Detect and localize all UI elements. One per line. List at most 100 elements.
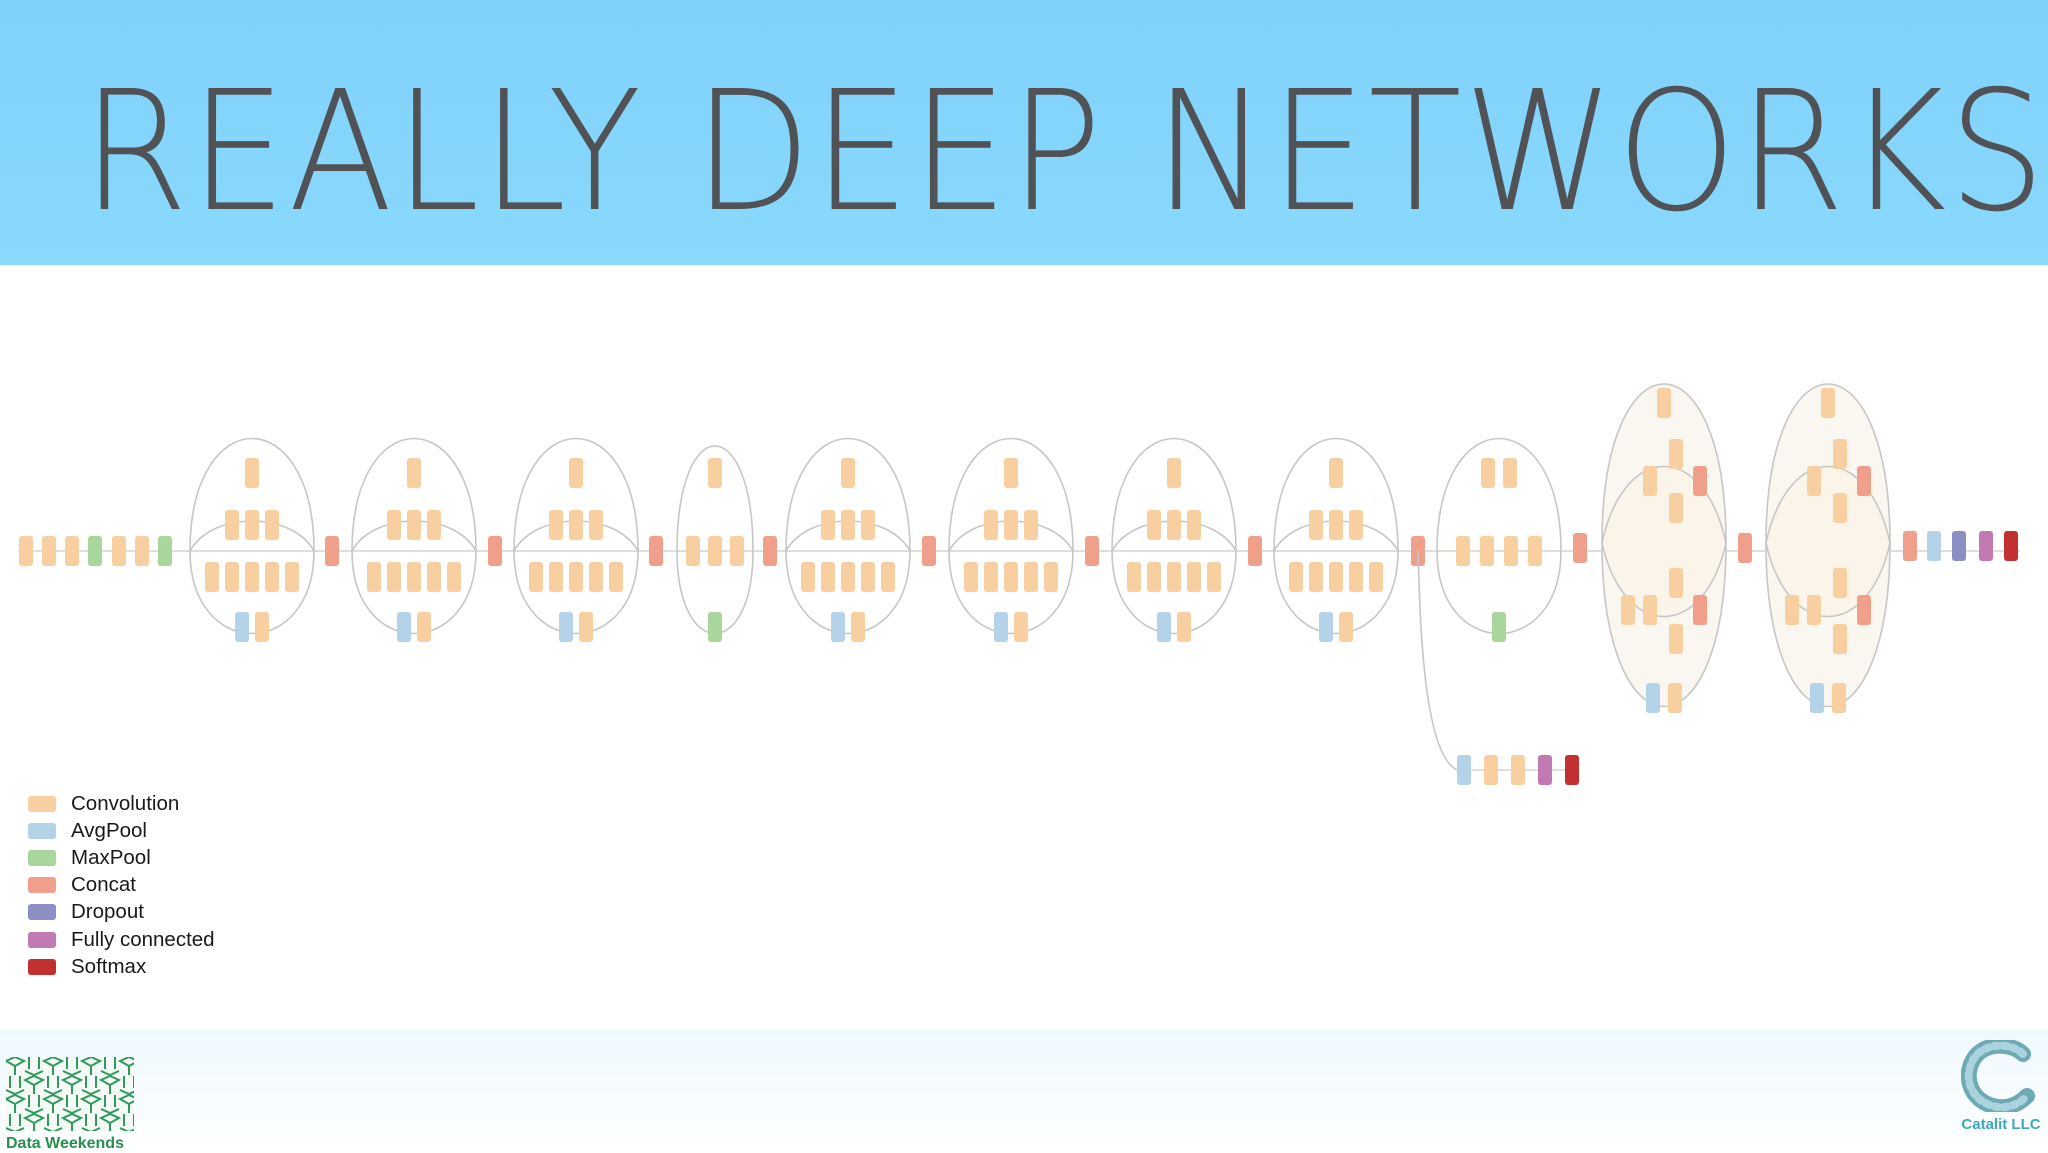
layer-concat (1738, 533, 1752, 563)
layer-avgpool (397, 612, 411, 642)
legend-item-maxpool: MaxPool (28, 844, 215, 871)
catalit-logo-text: Catalit LLC (1961, 1116, 2041, 1133)
layer-convolution (407, 562, 421, 592)
layer-convolution (609, 562, 623, 592)
network-diagram (18, 383, 2020, 785)
layer-convolution (255, 612, 269, 642)
layer-softmax (2004, 531, 2018, 561)
legend-swatch (28, 958, 56, 975)
layer-avgpool (1319, 612, 1333, 642)
layer-fully-connected (1538, 755, 1552, 785)
legend-item-convolution: Convolution (28, 790, 215, 817)
legend-item-softmax: Softmax (28, 953, 215, 980)
layer-avgpool (994, 612, 1008, 642)
layer-convolution (569, 458, 583, 488)
legend-label: Softmax (71, 954, 147, 978)
layer-convolution (65, 536, 79, 566)
layer-convolution (1167, 562, 1181, 592)
layer-maxpool (158, 536, 172, 566)
layer-maxpool (708, 612, 722, 642)
layer-convolution (1329, 458, 1343, 488)
layer-convolution (1329, 510, 1343, 540)
layer-convolution (1807, 466, 1821, 496)
layer-avgpool (1157, 612, 1171, 642)
layer-convolution (1833, 439, 1847, 469)
layer-softmax (1565, 755, 1579, 785)
layer-convolution (549, 510, 563, 540)
legend-label: Concat (71, 873, 136, 897)
layer-convolution (1349, 510, 1363, 540)
layer-dropout (1952, 531, 1966, 561)
layer-convolution (984, 510, 998, 540)
layer-convolution (135, 536, 149, 566)
layer-convolution (447, 562, 461, 592)
layer-concat (763, 536, 777, 566)
layer-concat (488, 536, 502, 566)
layer-concat (325, 536, 339, 566)
layer-convolution (589, 562, 603, 592)
layer-convolution (42, 536, 56, 566)
layer-convolution (861, 562, 875, 592)
layer-convolution (1329, 562, 1343, 592)
layer-convolution (1004, 562, 1018, 592)
layer-convolution (1024, 562, 1038, 592)
layer-convolution (1456, 536, 1470, 566)
layer-convolution (1621, 595, 1635, 625)
layer-avgpool (1646, 683, 1660, 713)
layer-convolution (1014, 612, 1028, 642)
legend-item-avgpool: AvgPool (28, 817, 215, 844)
layer-convolution (1643, 466, 1657, 496)
legend-item-dropout: Dropout (28, 899, 215, 926)
catalit-logo-icon (1960, 1037, 2035, 1116)
layer-maxpool (88, 536, 102, 566)
layer-concat (1693, 595, 1707, 625)
layer-convolution (417, 612, 431, 642)
layer-convolution (1785, 595, 1799, 625)
layer-convolution (1309, 562, 1323, 592)
layer-convolution (1669, 439, 1683, 469)
layer-convolution (686, 536, 700, 566)
layer-convolution (1187, 562, 1201, 592)
legend-swatch (28, 822, 56, 839)
layer-convolution (19, 536, 33, 566)
layer-convolution (821, 562, 835, 592)
slide-title: REALLY DEEP NETWORKS (81, 56, 2048, 249)
layer-convolution (1669, 568, 1683, 598)
layer-convolution (730, 536, 744, 566)
layer-avgpool (831, 612, 845, 642)
legend-swatch (28, 877, 56, 894)
layer-convolution (1832, 683, 1846, 713)
legend-label: Fully connected (71, 927, 215, 951)
layer-convolution (1480, 536, 1494, 566)
title-banner: REALLY DEEP NETWORKS (0, 0, 2048, 265)
layer-fully-connected (1979, 531, 1993, 561)
layer-convolution (1127, 562, 1141, 592)
layer-convolution (589, 510, 603, 540)
layer-convolution (821, 510, 835, 540)
layer-convolution (1369, 562, 1383, 592)
data-weekends-logo-icon (3, 1055, 141, 1134)
layer-convolution (569, 510, 583, 540)
layer-convolution (387, 562, 401, 592)
layer-concat (1573, 533, 1587, 563)
module-outline (1436, 437, 1562, 635)
layer-convolution (801, 562, 815, 592)
module-outline (1417, 550, 1461, 772)
module-outline (1765, 465, 1891, 618)
layer-concat (1248, 536, 1262, 566)
layer-convolution (225, 510, 239, 540)
layer-convolution (1668, 683, 1682, 713)
layer-convolution (1669, 493, 1683, 523)
layer-convolution (407, 510, 421, 540)
layer-convolution (245, 510, 259, 540)
layer-convolution (579, 612, 593, 642)
layer-convolution (112, 536, 126, 566)
layer-convolution (1044, 562, 1058, 592)
legend-label: AvgPool (71, 818, 147, 842)
layer-convolution (1833, 568, 1847, 598)
legend-item-concat: Concat (28, 872, 215, 899)
layer-convolution (1309, 510, 1323, 540)
layer-convolution (964, 562, 978, 592)
layer-concat (1085, 536, 1099, 566)
